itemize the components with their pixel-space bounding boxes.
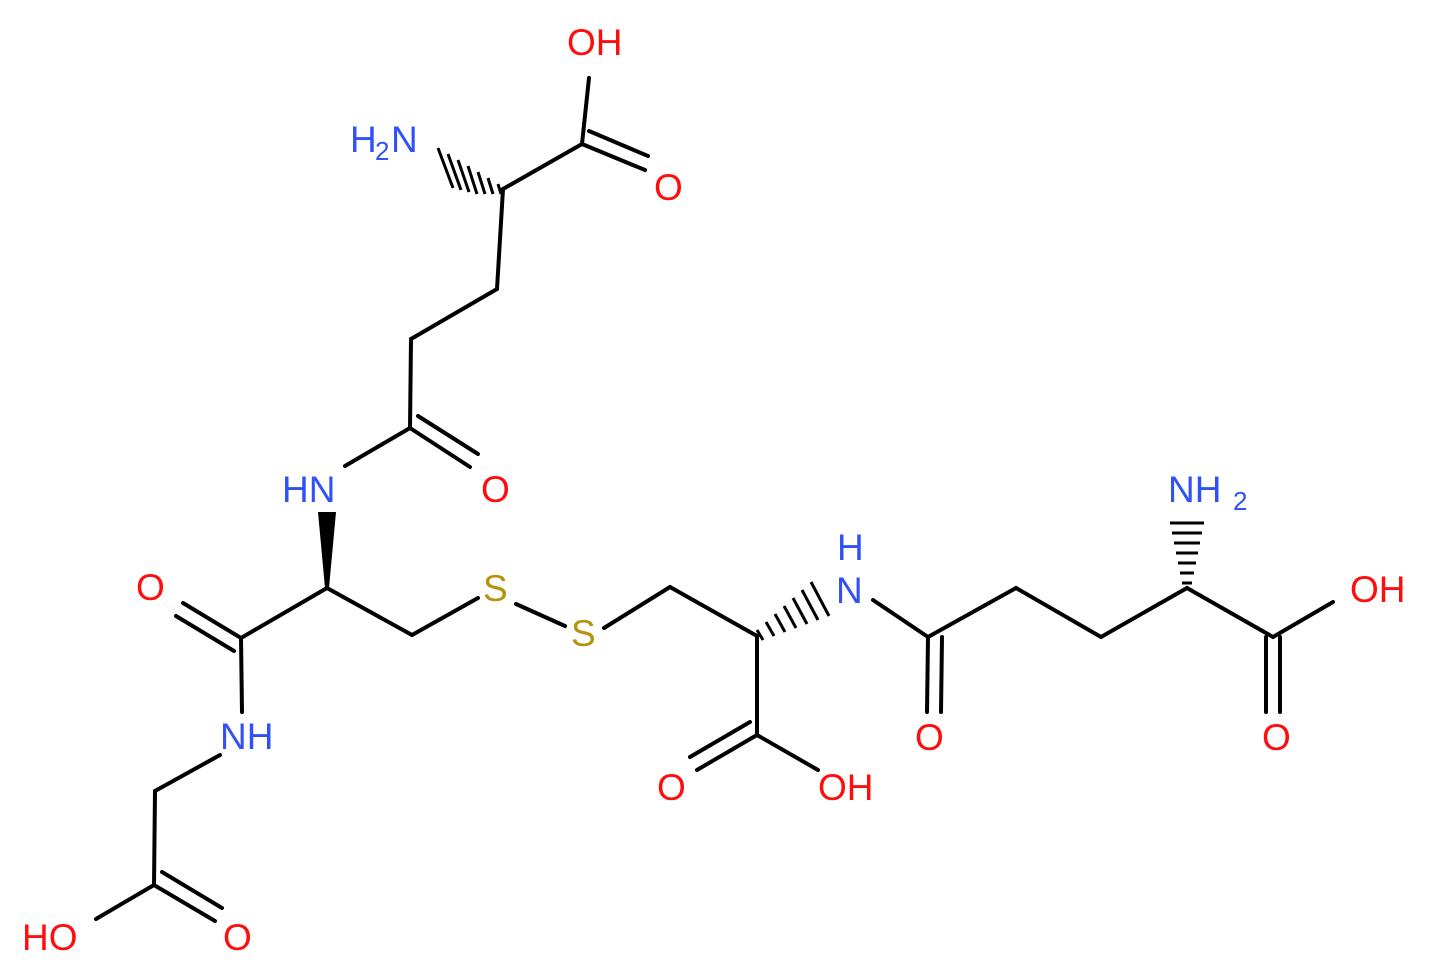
bond-c1-oh xyxy=(580,76,591,146)
hash-wedge-mid xyxy=(755,581,831,641)
bond-camide-cgamma-r xyxy=(926,586,1018,639)
bond-cooh-ho xyxy=(94,883,156,921)
bond-cco-nh xyxy=(239,636,244,714)
bond-camide-o-ra xyxy=(925,635,930,714)
bond-cco-o-a xyxy=(181,601,243,640)
label-o-bottom-left: O xyxy=(223,917,252,958)
bond-cooh-oh-r xyxy=(755,733,820,772)
hash-wedge-top xyxy=(436,147,503,195)
label-n-right-nh: N xyxy=(836,570,863,611)
bond-s2-ch2 xyxy=(602,585,672,630)
bond-cgamma-cbeta-r xyxy=(1014,586,1103,639)
label-s2: S xyxy=(571,613,596,654)
bond-camide-o-rb xyxy=(939,635,944,714)
bond-c1-o-double-a xyxy=(580,142,647,172)
label-nh2-right-n: NH xyxy=(1168,469,1221,510)
bond-ccys-ch2 xyxy=(325,586,414,637)
label-o-acid-mid: O xyxy=(657,767,686,808)
stereo-bonds xyxy=(318,147,1204,641)
bond-c1-o-double-b xyxy=(587,129,650,158)
atom-labels: OH H 2 N O HN O O S S NH HO O H N NH 2 O… xyxy=(22,22,1406,958)
bond-nh-ch2 xyxy=(153,753,222,793)
bond-camide-o-a xyxy=(408,426,472,469)
hash-wedge-right xyxy=(1170,521,1204,585)
solid-wedge-left xyxy=(318,512,336,588)
bonds xyxy=(94,76,1335,923)
bond-cooh-o-b xyxy=(160,870,224,910)
bond-ch2-s1 xyxy=(410,596,480,637)
label-o-right-bottom: O xyxy=(1262,717,1291,758)
bond-cgamma-camide xyxy=(408,337,413,430)
label-oh-acid-mid: OH xyxy=(818,767,874,808)
label-nh-left: NH xyxy=(220,716,273,757)
label-h-right-nh: H xyxy=(837,527,864,568)
bond-calpha-c1-r xyxy=(1185,586,1275,639)
bond-cbeta-cgamma xyxy=(409,287,499,341)
label-h2n-top-n: N xyxy=(391,119,418,160)
bond-camide-hn xyxy=(343,426,412,468)
bond-cco-o-b xyxy=(174,614,236,653)
bond-ccys-cco xyxy=(239,586,329,640)
label-nh2-right-sub: 2 xyxy=(1233,486,1247,516)
label-oh-right: OH xyxy=(1350,569,1406,610)
bond-cbeta-calpha-r xyxy=(1099,586,1189,639)
label-o-left: O xyxy=(136,567,165,608)
bond-ch2r-ccys xyxy=(668,585,759,638)
label-s1: S xyxy=(483,568,508,609)
label-o-top: O xyxy=(654,167,683,208)
bond-cooh-o-ra xyxy=(695,733,759,772)
bond-nh-camide-r xyxy=(871,598,930,639)
bond-cooh-o-a xyxy=(152,883,217,923)
label-oh-top: OH xyxy=(567,22,623,63)
bond-cooh-o-rb xyxy=(688,720,752,759)
bond-camide-o-b xyxy=(416,414,480,456)
label-h2n-top-sub: 2 xyxy=(375,136,389,166)
label-h2n-top-h: H xyxy=(350,119,377,160)
bond-s1-s2 xyxy=(514,602,567,628)
label-ho-bottom-left: HO xyxy=(22,917,78,958)
label-o-mid: O xyxy=(481,469,510,510)
label-o-amide-right: O xyxy=(915,717,944,758)
label-hn-mid: HN xyxy=(282,469,335,510)
bond-c1-calpha xyxy=(501,142,584,191)
bond-c1-oh-r xyxy=(1271,600,1335,639)
bond-ch2-cooh xyxy=(152,789,157,887)
bond-calpha-cbeta xyxy=(495,187,505,291)
